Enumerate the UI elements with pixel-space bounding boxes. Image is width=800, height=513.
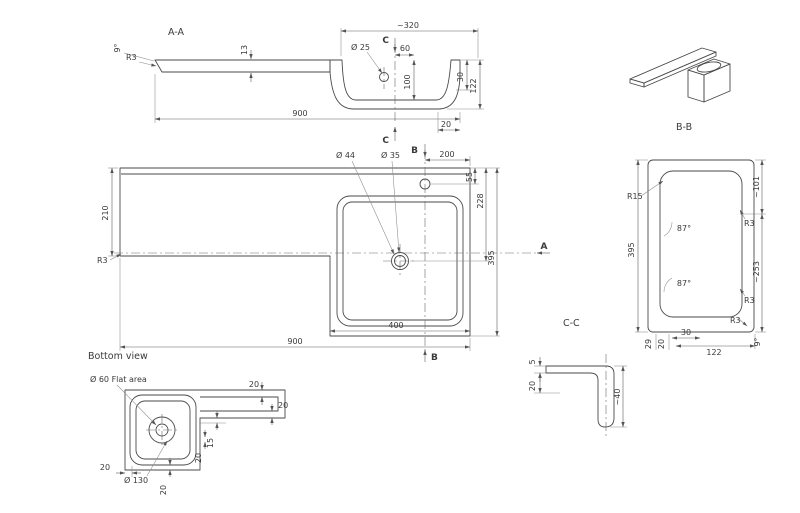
section-bb-view: R15 ~101 R3 87° 395 ~253 87° R3 R3 29 20… — [627, 159, 766, 357]
dim-900-aa: 900 — [292, 109, 307, 118]
dim-20-aa: 20 — [441, 120, 451, 129]
bottom-view: Bottom view Ø 60 Flat area Ø 130 20 20 1… — [88, 351, 288, 495]
dim-20-top: 20 — [249, 380, 259, 389]
counter-slab-section — [154, 59, 331, 73]
dim-87-top: 87° — [677, 224, 691, 233]
section-aa-view: A-A ~320 C C Ø 25 60 100 13 9° R3 — [113, 21, 484, 146]
section-cc-view: C-C 5 20 ~40 — [528, 318, 627, 437]
dim-900-plan: 900 — [287, 337, 302, 346]
dim-30-bb: 30 — [681, 328, 691, 337]
bb-outer-wall — [647, 159, 755, 333]
section-marker-b-top: B — [411, 146, 418, 156]
section-aa-title: A-A — [168, 27, 185, 38]
dim-320: ~320 — [397, 21, 419, 30]
dim-101: ~101 — [752, 176, 761, 198]
dim-flat-area: Ø 60 Flat area — [90, 374, 147, 384]
bottom-rim-inner-line — [200, 396, 279, 412]
dim-20-step: 20 — [194, 453, 203, 463]
iso-view: B-B — [629, 47, 731, 133]
dim-40-cc: ~40 — [613, 389, 622, 406]
dim-drain-44: Ø 44 — [336, 150, 355, 160]
bb-bowl-cavity — [659, 170, 743, 318]
section-marker-a: A — [541, 242, 548, 252]
dim-r3-aa: R3 — [126, 53, 137, 62]
basin-bottom-inner — [135, 400, 191, 460]
dim-r3-bb-top: R3 — [744, 219, 755, 228]
dim-253: ~253 — [752, 261, 761, 283]
dim-60: 60 — [400, 44, 410, 53]
iso-bowl-opening — [696, 61, 722, 73]
section-marker-c-top: C — [382, 36, 389, 46]
basin-bowl-section — [329, 59, 461, 110]
dim-122-bb: 122 — [706, 348, 721, 357]
dim-20-bottom: 20 — [159, 485, 168, 495]
iso-counter-edge — [629, 78, 645, 88]
dim-200: 200 — [439, 150, 454, 159]
dim-r3-plan: R3 — [97, 256, 108, 265]
dim-r15: R15 — [627, 192, 643, 201]
dim-400: 400 — [388, 321, 403, 330]
dim-r3-bb-mid: R3 — [744, 296, 755, 305]
iso-counter-top — [629, 47, 717, 84]
dim-122: 122 — [469, 78, 478, 93]
dim-395-bb: 395 — [627, 242, 636, 257]
countertop-outline — [119, 167, 471, 337]
section-marker-c-bottom: C — [382, 136, 389, 146]
bottom-outline — [124, 389, 286, 471]
dim-130: Ø 130 — [124, 475, 148, 485]
dim-87-bottom: 87° — [677, 279, 691, 288]
dim-20-left: 20 — [100, 463, 110, 472]
dim-210: 210 — [101, 205, 110, 220]
bottom-view-title: Bottom view — [88, 351, 148, 362]
dim-395-plan: 395 — [487, 250, 496, 265]
dim-20-bb: 20 — [657, 339, 666, 349]
section-cc-title: C-C — [563, 318, 580, 329]
dim-drain-35: Ø 35 — [381, 150, 400, 160]
dim-55: 55 — [465, 172, 474, 182]
section-marker-b-bottom: B — [431, 353, 438, 363]
iso-counter-front — [643, 51, 717, 88]
cc-edge-profile — [545, 365, 615, 428]
dim-20-cc: 20 — [528, 381, 537, 391]
iso-basin-front — [687, 69, 705, 103]
dim-angle-9: 9° — [113, 43, 122, 52]
dim-faucet-diameter: Ø 25 — [351, 42, 370, 52]
dim-angle-9-bb: 9° — [753, 337, 762, 346]
dim-13: 13 — [240, 45, 249, 55]
dim-15: 15 — [206, 438, 215, 448]
dim-20-right: 20 — [278, 401, 288, 410]
iso-basin-side — [703, 63, 731, 103]
dim-30: 30 — [456, 72, 465, 82]
plan-view: B B Ø 44 Ø 35 200 55 228 395 A 2 — [97, 144, 550, 363]
section-bb-title: B-B — [676, 122, 692, 133]
dim-29: 29 — [644, 339, 653, 349]
basin-bottom-outer — [129, 394, 197, 466]
dim-100: 100 — [403, 74, 412, 89]
dim-5-cc: 5 — [528, 359, 537, 364]
dim-228: 228 — [476, 193, 485, 208]
dim-r3-bb-bottom: R3 — [730, 316, 741, 325]
